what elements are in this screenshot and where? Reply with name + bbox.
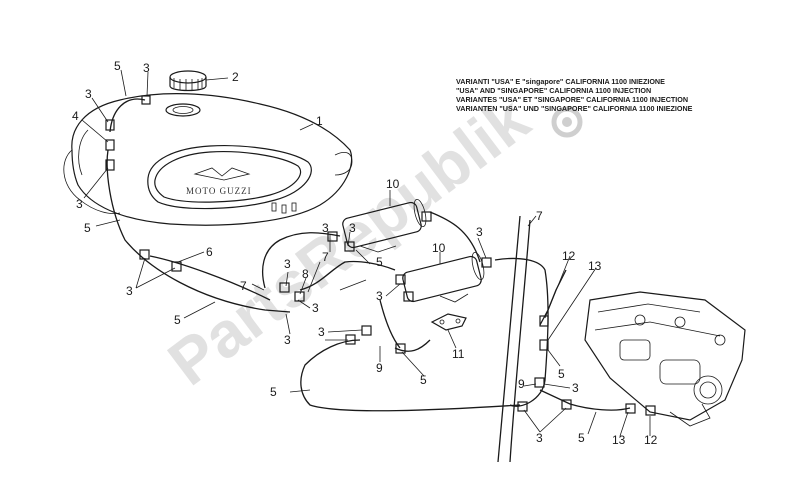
- callout-8: 8: [302, 267, 309, 281]
- callout-5: 5: [376, 255, 383, 269]
- clamp: [279, 282, 290, 293]
- fuel-cap: [169, 70, 207, 92]
- clamp: [327, 231, 338, 242]
- callout-11: 11: [452, 347, 465, 361]
- callout-9: 9: [376, 361, 383, 375]
- callout-3: 3: [536, 431, 543, 445]
- tank-logo: MOTO GUZZI: [186, 186, 252, 196]
- clamp: [105, 119, 115, 131]
- clamp: [539, 339, 549, 351]
- clamp: [141, 95, 151, 105]
- callout-10: 10: [432, 241, 446, 255]
- clamp: [421, 211, 432, 222]
- callout-3: 3: [85, 87, 92, 101]
- variant-note-it: VARIANTI "USA" E "singapore" CALIFORNIA …: [456, 77, 665, 86]
- callout-5: 5: [578, 431, 585, 445]
- clamp: [645, 405, 656, 416]
- callout-5: 5: [84, 221, 91, 235]
- bracket: [430, 313, 467, 331]
- clamp: [395, 274, 406, 285]
- callout-7: 7: [536, 209, 543, 223]
- callout-3: 3: [143, 61, 150, 75]
- callout-3: 3: [284, 333, 291, 347]
- callout-5: 5: [420, 373, 427, 387]
- callout-13: 13: [588, 259, 602, 273]
- callout-3: 3: [312, 301, 319, 315]
- callout-12: 12: [562, 249, 576, 263]
- callout-5: 5: [558, 367, 565, 381]
- fuel-filter-lower: [402, 251, 485, 303]
- callout-7: 7: [322, 250, 329, 264]
- callout-labels: 1 2 3 5 3 4 3 5 6 3 5 7 3 8 7 3 3 3 3 5 …: [72, 59, 658, 447]
- callout-10: 10: [386, 177, 400, 191]
- callout-3: 3: [572, 381, 579, 395]
- clamp: [534, 377, 545, 388]
- clamp: [361, 325, 372, 336]
- clamp: [395, 343, 406, 354]
- clamp: [171, 261, 182, 272]
- callout-3: 3: [349, 221, 356, 235]
- callout-3: 3: [126, 284, 133, 298]
- clamp: [403, 291, 414, 302]
- callout-3: 3: [284, 257, 291, 271]
- variant-notes: VARIANTI "USA" E "singapore" CALIFORNIA …: [456, 77, 693, 113]
- variant-note-de: VARIANTEN "USA" UND "SINGAPORE" CALIFORN…: [456, 104, 693, 113]
- callout-5: 5: [270, 385, 277, 399]
- callout-1: 1: [316, 114, 323, 128]
- gear-watermark-icon: [551, 106, 583, 138]
- callout-6: 6: [206, 245, 213, 259]
- clamps: [105, 95, 656, 416]
- callout-3: 3: [76, 197, 83, 211]
- clamp: [139, 249, 150, 260]
- fuel-hoses: [106, 98, 631, 463]
- clamp: [481, 257, 492, 268]
- clamp: [345, 334, 356, 345]
- clamp: [561, 399, 572, 410]
- clamp: [517, 401, 528, 412]
- clamp: [539, 315, 549, 327]
- callout-4: 4: [72, 109, 79, 123]
- clamp: [105, 159, 115, 171]
- callout-5: 5: [114, 59, 121, 73]
- callout-3: 3: [376, 289, 383, 303]
- callout-3: 3: [322, 221, 329, 235]
- fuel-tank: MOTO GUZZI: [63, 93, 353, 226]
- callout-7: 7: [240, 279, 247, 293]
- clamp: [625, 403, 636, 414]
- callout-3: 3: [318, 325, 325, 339]
- variant-note-en: "USA" AND "SINGAPORE" CALIFORNIA 1100 IN…: [456, 86, 651, 95]
- callout-9: 9: [518, 377, 525, 391]
- clamp: [105, 139, 115, 151]
- callout-13: 13: [612, 433, 626, 447]
- throttle-body: [584, 291, 746, 427]
- leader-lines: [81, 69, 651, 437]
- callout-2: 2: [232, 70, 239, 84]
- variant-note-fr: VARIANTES "USA" ET "SINGAPORE" CALIFORNI…: [456, 95, 688, 104]
- callout-3: 3: [476, 225, 483, 239]
- callout-12: 12: [644, 433, 658, 447]
- callout-5: 5: [174, 313, 181, 327]
- clamp: [344, 241, 355, 252]
